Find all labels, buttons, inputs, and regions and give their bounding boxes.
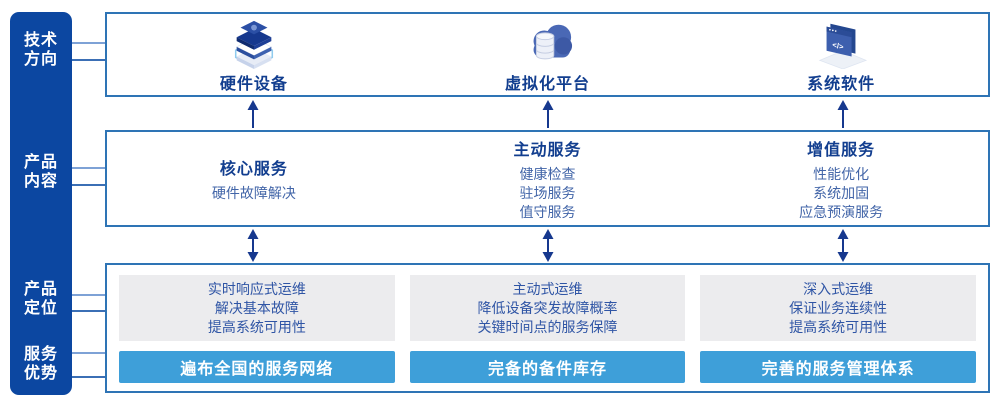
connector-line (72, 184, 106, 186)
service-column-value-added: 增值服务 性能优化 系统加固 应急预演服务 (694, 132, 988, 225)
positioning-line: 深入式运维 (803, 280, 874, 297)
advantage-bar: 遍布全国的服务网络 (119, 351, 395, 383)
tech-direction-box: 硬件设备 虚拟化平台 (105, 12, 990, 97)
positioning-line: 提高系统可用性 (207, 318, 306, 335)
connector-line (72, 167, 106, 169)
positioning-line: 提高系统可用性 (789, 318, 888, 335)
positioning-line: 保证业务连续性 (789, 299, 888, 316)
rail-label-tech-direction: 技术 方向 (23, 32, 58, 68)
svg-text:</>: </> (833, 40, 845, 52)
positioning-panel: 实时响应式运维 解决基本故障 提高系统可用性 (119, 275, 395, 341)
positioning-line: 解决基本故障 (214, 299, 299, 316)
left-rail: 技术 方向 产品 内容 产品 定位 服务 优势 (10, 12, 72, 395)
up-arrow-icon (542, 100, 554, 128)
tech-item-label: 系统软件 (807, 76, 876, 93)
up-arrow-icon (837, 100, 849, 128)
tech-item-label: 虚拟化平台 (505, 76, 591, 93)
tech-item-virtualization: 虚拟化平台 (401, 14, 695, 95)
advantage-bar: 完善的服务管理体系 (700, 351, 977, 383)
positioning-column-3: 深入式运维 保证业务连续性 提高系统可用性 完善的服务管理体系 (700, 275, 977, 383)
service-item: 驻场服务 (519, 184, 576, 201)
tech-item-label: 硬件设备 (219, 76, 288, 93)
service-item: 性能优化 (813, 165, 870, 182)
service-item: 应急预演服务 (799, 203, 884, 220)
service-item: 值守服务 (519, 203, 576, 220)
double-arrow-icon (542, 229, 554, 262)
rail-label-product-positioning: 产品 定位 (23, 281, 58, 317)
service-column-proactive: 主动服务 健康检查 驻场服务 值守服务 (401, 132, 695, 225)
connector-line (72, 59, 106, 61)
advantage-bar: 完备的备件库存 (409, 351, 686, 383)
positioning-line: 实时响应式运维 (207, 280, 306, 297)
rail-label-service-advantage: 服务 优势 (23, 346, 58, 382)
double-arrow-icon (837, 229, 849, 262)
cloud-database-icon (533, 24, 572, 60)
positioning-line: 主动式运维 (512, 280, 583, 297)
tech-item-hardware: 硬件设备 (107, 14, 401, 95)
positioning-box: 实时响应式运维 解决基本故障 提高系统可用性 遍布全国的服务网络 主动式运维 降… (105, 263, 990, 393)
positioning-panel: 主动式运维 降低设备突发故障概率 关键时间点的服务保障 (409, 275, 686, 341)
up-arrow-icon (247, 100, 259, 128)
connector-line (72, 42, 106, 44)
service-title: 增值服务 (807, 141, 876, 159)
positioning-line: 关键时间点的服务保障 (477, 318, 618, 335)
connector-line (72, 376, 106, 378)
positioning-panel: 深入式运维 保证业务连续性 提高系统可用性 (700, 275, 977, 341)
service-item: 系统加固 (813, 184, 870, 201)
service-column-core: 核心服务 硬件故障解决 (107, 132, 401, 225)
tech-item-software: </> 系统软件 (694, 14, 988, 95)
code-window-icon: </> (818, 23, 868, 69)
positioning-column-1: 实时响应式运维 解决基本故障 提高系统可用性 遍布全国的服务网络 (119, 275, 395, 383)
positioning-column-2: 主动式运维 降低设备突发故障概率 关键时间点的服务保障 完备的备件库存 (409, 275, 686, 383)
server-stack-icon (234, 20, 273, 69)
product-content-box: 核心服务 硬件故障解决 主动服务 健康检查 驻场服务 值守服务 增值服务 性能优… (105, 130, 990, 227)
connector-line (72, 294, 106, 296)
positioning-line: 降低设备突发故障概率 (477, 299, 618, 316)
double-arrow-icon (247, 229, 259, 262)
service-item: 硬件故障解决 (211, 184, 296, 201)
connector-line (72, 310, 106, 312)
service-item: 健康检查 (519, 165, 576, 182)
service-title: 主动服务 (513, 141, 582, 159)
service-title: 核心服务 (219, 160, 288, 178)
rail-label-product-content: 产品 内容 (23, 154, 58, 190)
connector-line (72, 352, 106, 354)
